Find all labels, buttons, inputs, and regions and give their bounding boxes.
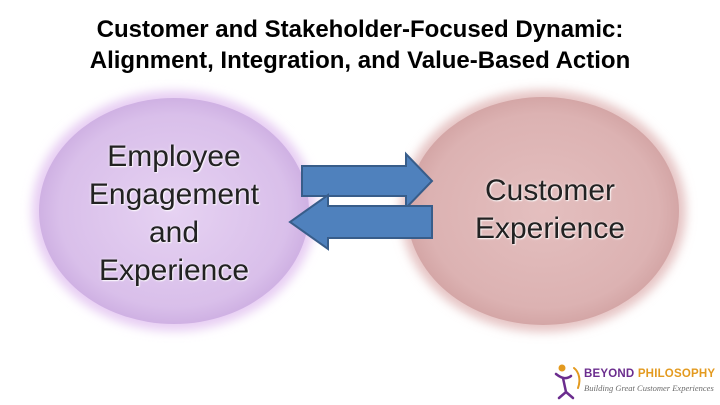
arrow-right-icon xyxy=(301,151,434,211)
logo-tagline: Building Great Customer Experiences xyxy=(584,383,714,393)
customer-experience-circle xyxy=(407,97,679,325)
employee-experience-circle xyxy=(39,98,309,324)
slide-title: Customer and Stakeholder-Focused Dynamic… xyxy=(0,14,720,76)
beyond-philosophy-logo-mark xyxy=(554,364,581,400)
title-line-1: Customer and Stakeholder-Focused Dynamic… xyxy=(96,16,624,43)
arrow-left-icon xyxy=(288,193,433,251)
left-label-line: and xyxy=(148,216,200,249)
left-label-line: Engagement xyxy=(88,178,260,211)
employee-experience-label: Employee Engagement and Experience xyxy=(44,138,304,290)
right-label-line: Customer xyxy=(484,174,616,207)
logo-word-beyond: BEYOND xyxy=(584,368,635,380)
left-label-line: Experience xyxy=(98,254,250,287)
title-line-2: Alignment, Integration, and Value-Based … xyxy=(89,47,631,74)
right-label-line: Experience xyxy=(474,212,626,245)
logo-wordmark: BEYOND PHILOSOPHY xyxy=(584,368,715,380)
left-label-line: Employee xyxy=(107,140,241,173)
customer-experience-label: Customer Experience xyxy=(405,172,695,248)
logo-word-philosophy: PHILOSOPHY xyxy=(637,368,716,380)
beyond-philosophy-logo: BEYOND PHILOSOPHY Building Great Custome… xyxy=(552,360,717,400)
